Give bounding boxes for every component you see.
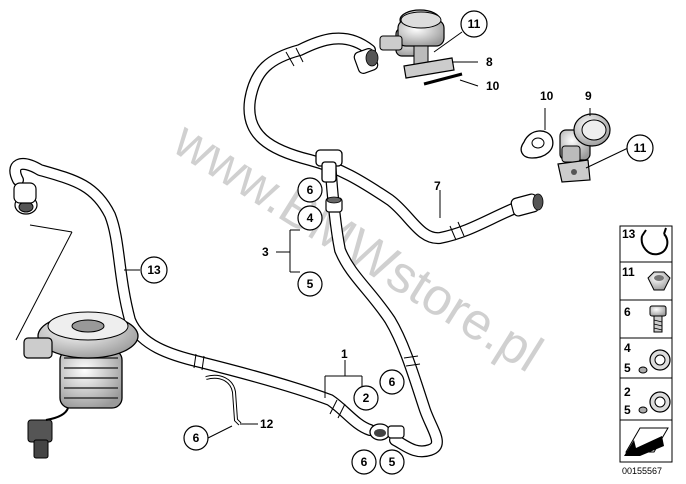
svg-text:11: 11 [468, 17, 481, 31]
svg-text:2: 2 [624, 385, 631, 399]
callout-3: 3 [262, 245, 269, 259]
gasket-top [423, 72, 463, 86]
callout-10-top: 10 [486, 79, 500, 93]
hose-7 [243, 32, 526, 244]
svg-text:4: 4 [307, 211, 314, 225]
legend-arrow-icon [624, 427, 669, 456]
callout-6-top: 6 [297, 177, 323, 203]
svg-text:5: 5 [307, 277, 314, 291]
left-hose-connector [13, 182, 38, 215]
callout-9: 9 [585, 89, 592, 103]
hose-7-connector-right [510, 193, 544, 217]
callout-5-mid: 5 [297, 271, 323, 297]
legend-item-2-5: 2 5 [624, 385, 671, 417]
callout-5-bottom: 5 [379, 449, 405, 475]
svg-text:11: 11 [634, 141, 647, 155]
hose-7-connector-top [353, 48, 379, 74]
t-piece [315, 149, 343, 183]
legend-item-4-5: 4 5 [624, 341, 671, 375]
secondary-air-pump [23, 311, 139, 459]
callout-11-top: 11 [460, 10, 488, 38]
callout-8: 8 [486, 55, 493, 69]
callout-4-top: 4 [297, 205, 323, 231]
svg-text:6: 6 [307, 183, 314, 197]
legend-item-6: 6 [624, 305, 667, 333]
callout-2: 2 [353, 385, 379, 411]
hose-middle [324, 154, 443, 458]
callout-7: 7 [434, 179, 441, 193]
svg-text:6: 6 [193, 431, 200, 445]
callout-6-mid: 6 [379, 369, 405, 395]
svg-text:13: 13 [147, 263, 161, 277]
svg-text:6: 6 [361, 455, 368, 469]
svg-text:4: 4 [624, 341, 631, 355]
svg-text:5: 5 [624, 403, 631, 417]
svg-text:2: 2 [363, 391, 370, 405]
callout-12: 12 [260, 417, 274, 431]
legend-item-13: 13 [622, 227, 669, 256]
callout-6-bottom: 6 [351, 449, 377, 475]
svg-text:6: 6 [389, 375, 396, 389]
svg-text:13: 13 [622, 227, 636, 241]
hose-connector-bottom [369, 423, 405, 441]
svg-text:11: 11 [622, 265, 635, 279]
legend-panel: 13 11 6 4 5 2 5 [619, 225, 673, 463]
leader-lines [15, 31, 629, 439]
callout-11-mid: 11 [626, 134, 654, 162]
hose-connector-mid [325, 196, 343, 213]
callout-13: 13 [140, 256, 168, 284]
image-number: 00155567 [622, 466, 662, 476]
callout-10-mid: 10 [540, 89, 554, 103]
legend-item-11: 11 [622, 265, 671, 291]
callout-6-bottom-left: 6 [183, 425, 209, 451]
check-valve-right [520, 113, 611, 183]
bracket-12 [205, 374, 242, 426]
svg-text:5: 5 [389, 455, 396, 469]
watermark-text: www.BMWstore.pl [163, 110, 552, 383]
check-valve-top [379, 9, 455, 79]
hose-13 [9, 157, 376, 436]
callout-1: 1 [341, 347, 348, 361]
svg-text:6: 6 [624, 305, 631, 319]
svg-text:5: 5 [624, 361, 631, 375]
